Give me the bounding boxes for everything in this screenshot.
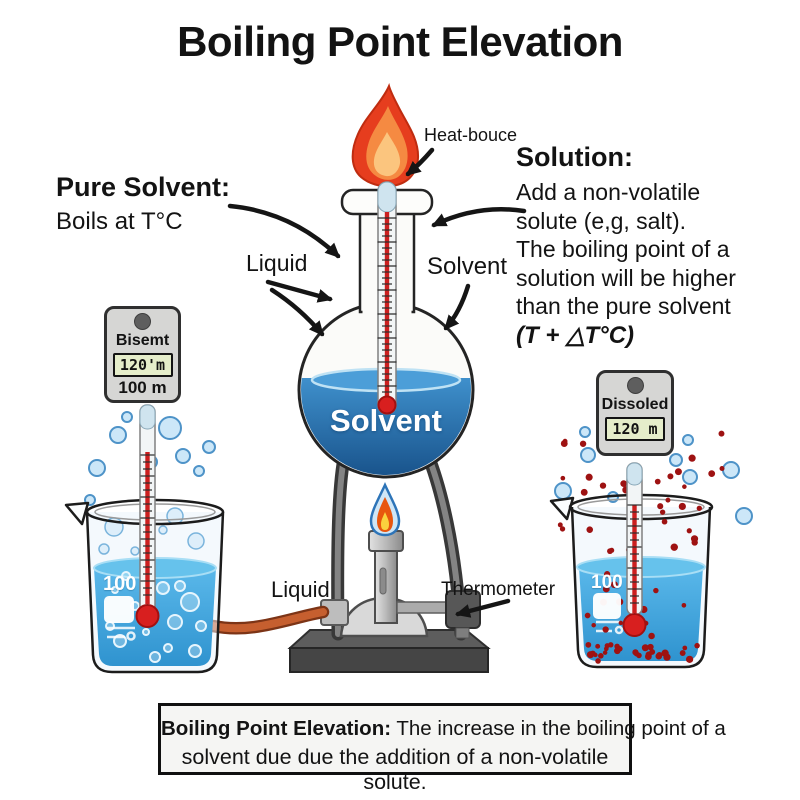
right-thermometer bbox=[622, 462, 647, 637]
definition-term: Boiling Point Elevation: bbox=[161, 717, 392, 740]
definition-line1-rest: The increase in the boiling point of a bbox=[391, 717, 726, 740]
temperature-meter-left: Bisemt 120'm 100 m bbox=[104, 306, 181, 403]
meter-lcd-display: 120'm bbox=[112, 353, 173, 377]
liquid-label-lower: Liquid bbox=[271, 577, 330, 602]
meter-lcd-display: 120 m bbox=[605, 417, 665, 441]
arrow-solvent bbox=[443, 283, 471, 331]
arrow-liquid-1 bbox=[265, 279, 333, 303]
pure-solvent-heading: Pure Solvent: bbox=[56, 172, 231, 202]
temperature-meter-right: Dissoled 120 m bbox=[596, 370, 674, 456]
heat-source-label: Heat-bouce bbox=[424, 125, 518, 145]
thermometer-bulb bbox=[135, 604, 160, 628]
beaker-scale-right: 100 bbox=[591, 572, 623, 593]
liquid-label-upper: Liquid bbox=[246, 250, 308, 276]
solution-line: solute (e,g, salt). bbox=[516, 207, 687, 234]
meter-sub-value: 100 m bbox=[118, 378, 167, 397]
solvent-pointer-label: Solvent bbox=[427, 253, 508, 280]
flask-thermometer bbox=[377, 181, 397, 415]
meter-name: Bisemt bbox=[115, 332, 170, 349]
solution-line: Add a non-volatile bbox=[516, 179, 701, 205]
meter-dot-icon bbox=[626, 377, 644, 394]
arrow-pure-solvent bbox=[227, 203, 341, 259]
solution-heading: Solution: bbox=[516, 142, 633, 172]
mercury-column bbox=[384, 212, 390, 400]
solution-note: Solution: Add a non-volatile solute (e,g… bbox=[516, 142, 796, 351]
arrow-solution bbox=[431, 207, 527, 228]
arrow-thermometer bbox=[455, 598, 511, 618]
meter-name: Dissoled bbox=[601, 396, 669, 413]
beaker-spout bbox=[64, 501, 90, 526]
solution-line: than the pure solvent bbox=[516, 293, 731, 319]
beaker-scale-left: 100 bbox=[103, 573, 137, 595]
definition-box: Boiling Point Elevation: The increase in… bbox=[158, 703, 726, 794]
pure-solvent-note: Pure Solvent: Boils at T°C bbox=[56, 172, 230, 236]
graduation-marks bbox=[107, 626, 136, 641]
annotation-arrows bbox=[227, 147, 527, 618]
beaker-liquid bbox=[579, 567, 703, 661]
steam-bubbles-left bbox=[84, 411, 216, 506]
left-thermometer bbox=[135, 404, 160, 628]
solution-line: solution will be higher bbox=[516, 264, 736, 291]
mercury-column bbox=[632, 505, 637, 613]
gas-tube bbox=[206, 605, 330, 635]
page-title: Boiling Point Elevation bbox=[177, 18, 623, 65]
solution-line: The boiling point of a bbox=[516, 236, 730, 262]
arrow-liquid-2 bbox=[269, 287, 325, 337]
arrow-heat-source bbox=[405, 147, 435, 177]
beaker-label-square-left bbox=[104, 596, 134, 623]
pure-solvent-subheading: Boils at T°C bbox=[56, 208, 183, 235]
mercury-column bbox=[145, 452, 150, 604]
burner-flame bbox=[369, 482, 401, 537]
flask-contents-label: Solvent bbox=[330, 403, 442, 438]
solution-formula: (T + △T°C) bbox=[516, 321, 635, 349]
thermometer-label: Thermometer bbox=[441, 579, 556, 600]
burner-gas-bar bbox=[396, 601, 448, 614]
definition-line1: Boiling Point Elevation: The increase in… bbox=[161, 717, 726, 741]
meter-dot-icon bbox=[134, 313, 151, 330]
definition-line2: solvent due due the addition of a non-vo… bbox=[181, 745, 609, 794]
thermometer-bulb bbox=[622, 613, 647, 637]
beaker-label-square-right bbox=[593, 593, 621, 619]
thermometer-bulb bbox=[377, 395, 397, 415]
